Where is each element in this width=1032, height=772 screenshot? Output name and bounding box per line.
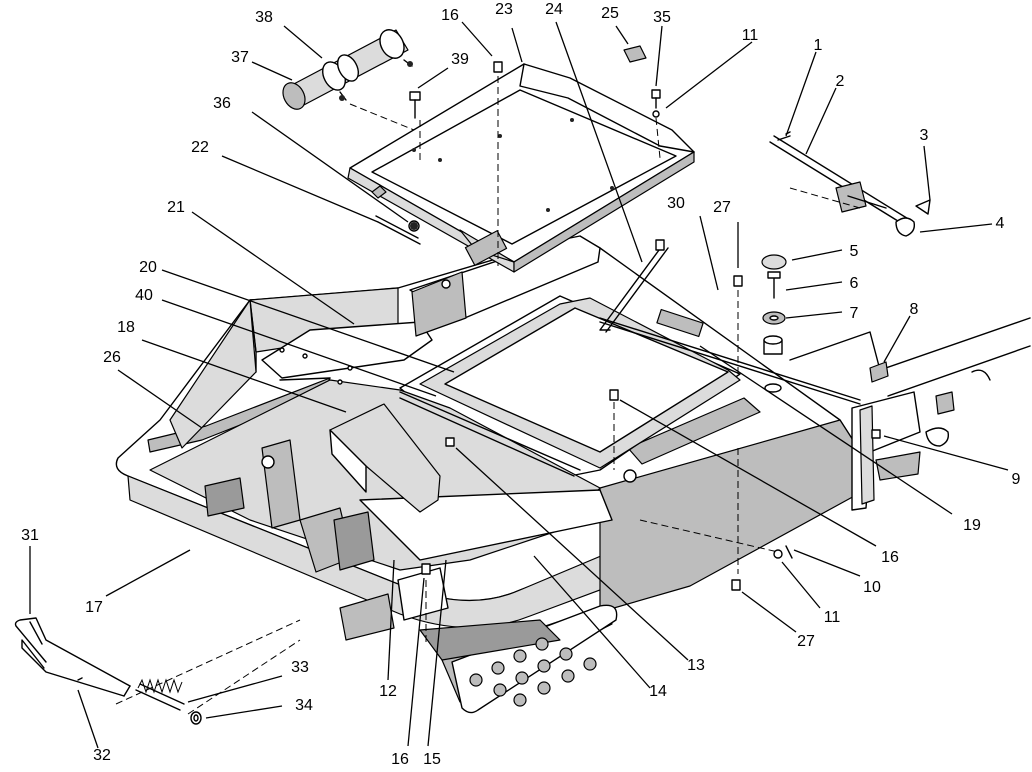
control-shaft <box>769 131 931 237</box>
callout-1: 1 <box>814 37 823 54</box>
callout-21: 21 <box>167 199 185 216</box>
callout-34: 34 <box>295 697 313 714</box>
callout-13: 13 <box>687 657 705 674</box>
callout-27-top: 27 <box>713 199 731 216</box>
rod-24 <box>599 239 669 333</box>
callout-5: 5 <box>850 243 859 260</box>
callout-39: 39 <box>451 51 469 68</box>
callout-20: 20 <box>139 259 157 276</box>
callout-11-top: 11 <box>742 27 759 44</box>
callout-26: 26 <box>103 349 121 366</box>
callout-16-middle: 16 <box>881 549 899 566</box>
callout-18: 18 <box>117 319 135 336</box>
callout-32: 32 <box>93 747 111 764</box>
callout-37: 37 <box>231 49 249 66</box>
foot-pedal <box>419 604 618 714</box>
callout-35: 35 <box>653 9 671 26</box>
callout-12: 12 <box>379 683 397 700</box>
callout-19: 19 <box>963 517 981 534</box>
callout-14: 14 <box>649 683 667 700</box>
callout-38: 38 <box>255 9 273 26</box>
callout-30: 30 <box>667 195 685 212</box>
callout-25: 25 <box>601 5 619 22</box>
callout-27-bottom: 27 <box>797 633 815 650</box>
callouts: 1 2 3 4 5 6 7 8 9 10 11 11 12 13 14 15 1… <box>21 1 1020 768</box>
assembly-lines <box>115 76 861 715</box>
callout-11-bottom: 11 <box>824 609 841 626</box>
callout-3: 3 <box>920 127 929 144</box>
callout-10: 10 <box>863 579 881 596</box>
callout-16-bottom: 16 <box>391 751 409 768</box>
callout-2: 2 <box>836 73 845 90</box>
callout-16-top: 16 <box>441 7 459 24</box>
callout-36: 36 <box>213 95 231 112</box>
frame-body <box>115 235 1031 641</box>
callout-8: 8 <box>910 301 919 318</box>
callout-15: 15 <box>423 751 441 768</box>
callout-31: 31 <box>21 527 39 544</box>
callout-6: 6 <box>850 275 859 292</box>
callout-33: 33 <box>291 659 309 676</box>
muffler-tube <box>282 29 413 110</box>
callout-7: 7 <box>850 305 859 322</box>
callout-40: 40 <box>135 287 153 304</box>
seat-plate <box>347 63 695 273</box>
latch-pin <box>14 617 202 725</box>
callout-4: 4 <box>996 215 1005 232</box>
callout-23: 23 <box>495 1 513 18</box>
leader-lines <box>29 21 1009 749</box>
callout-24: 24 <box>545 1 563 18</box>
callout-22: 22 <box>191 139 209 156</box>
hardware <box>329 45 889 591</box>
callout-9: 9 <box>1012 471 1021 488</box>
callout-17: 17 <box>85 599 103 616</box>
